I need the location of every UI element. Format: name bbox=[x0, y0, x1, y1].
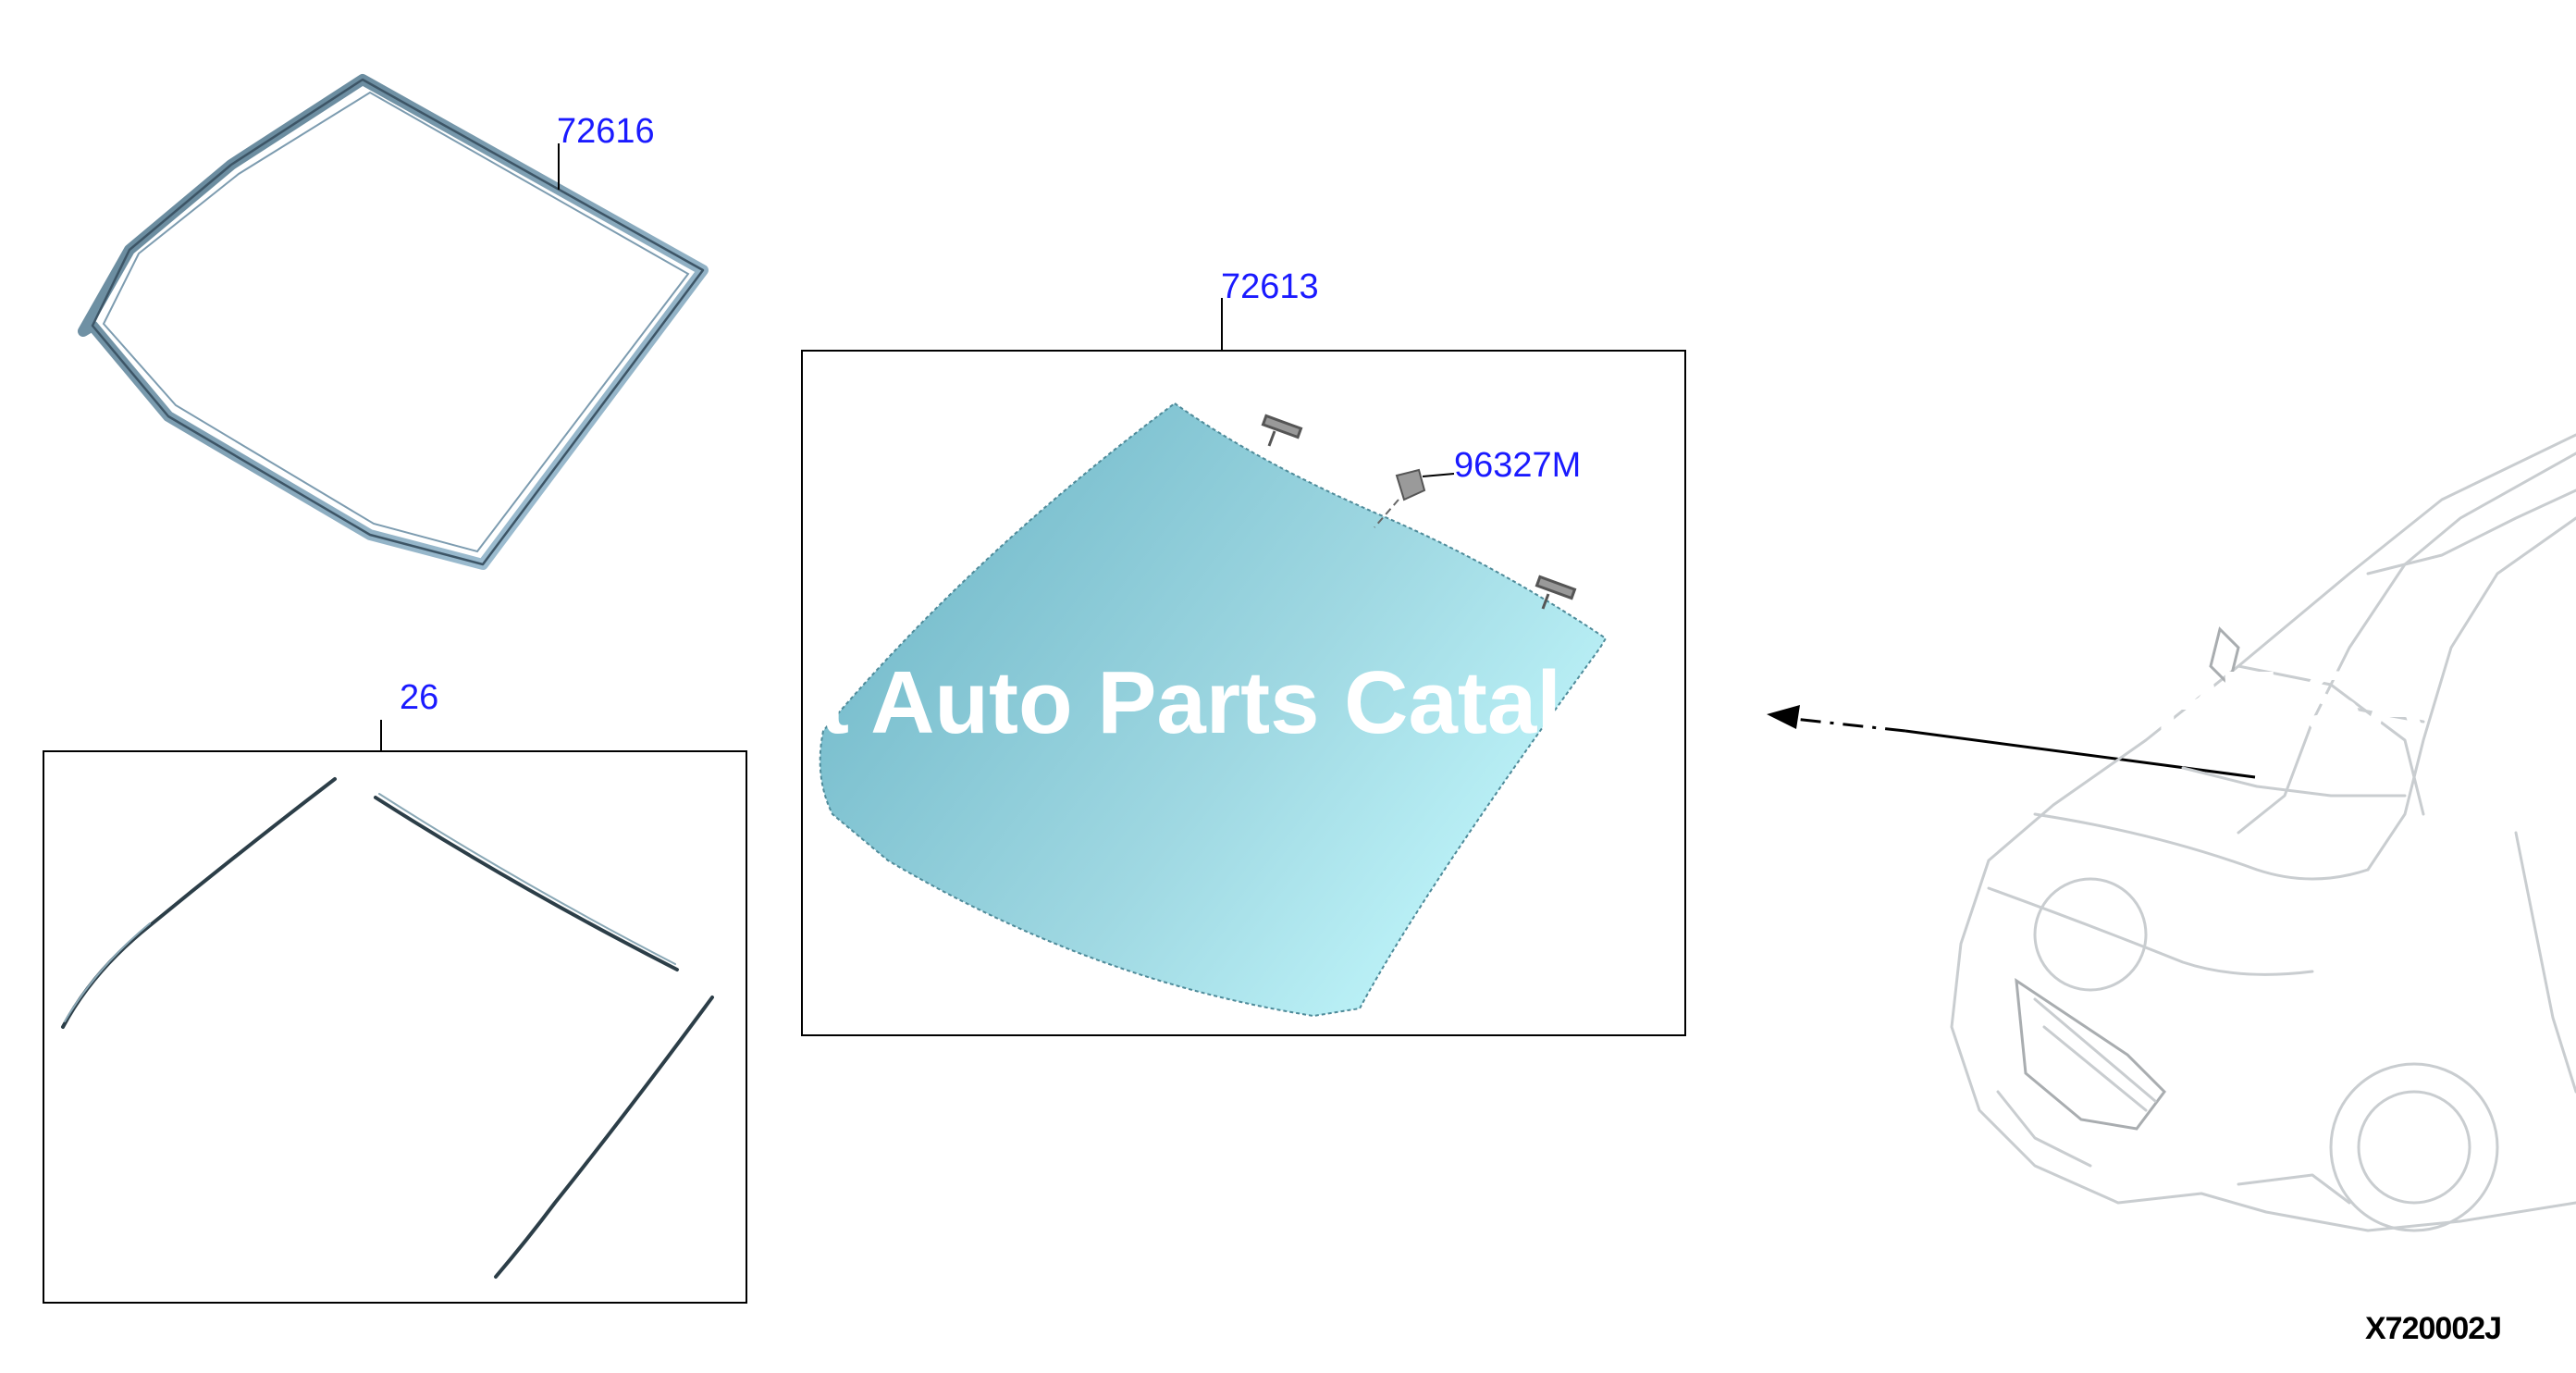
windshield-molding-frame bbox=[78, 74, 709, 570]
watermark-tail: RE.SA bbox=[2155, 653, 2426, 752]
figure-id: X720002J bbox=[2365, 1311, 2501, 1346]
callout-26[interactable]: 26 bbox=[400, 678, 438, 717]
location-arrow bbox=[1767, 705, 2256, 779]
windshield-glass bbox=[819, 402, 1608, 1018]
watermark-text: t Auto Parts Catal bbox=[820, 653, 1561, 752]
callout-96327M[interactable]: 96327M bbox=[1454, 446, 1581, 485]
moldings-box bbox=[43, 750, 747, 1304]
watermark: t Auto Parts Catal RE.SA bbox=[820, 653, 2426, 752]
windshield-box bbox=[801, 350, 1686, 1036]
vehicle-reference-illustration bbox=[1950, 433, 2576, 1232]
side-molding-strips bbox=[61, 777, 714, 1279]
callout-72616[interactable]: 72616 bbox=[557, 112, 655, 151]
callout-72613[interactable]: 72613 bbox=[1221, 267, 1319, 306]
glass-clips bbox=[1261, 414, 1577, 610]
sensor-cover bbox=[1374, 468, 1426, 528]
leader-96327M bbox=[1422, 473, 1455, 477]
